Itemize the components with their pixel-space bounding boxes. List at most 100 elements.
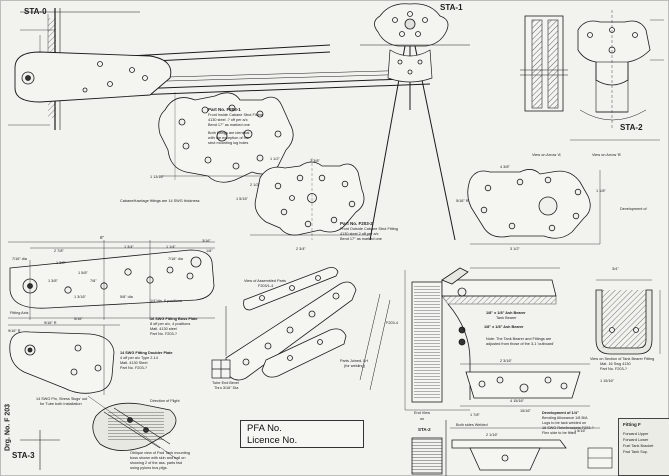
dim-7-16-dia-2: 7/16" dia (168, 257, 183, 261)
fitting-f-line-3: Fuel Tank Bracket (623, 444, 654, 448)
development-label: Development of (620, 207, 647, 211)
dim-1-8: 1/8" (206, 249, 213, 253)
fitting-f-line-1: Forward Upper (623, 432, 649, 436)
licence-number-label: Licence No. (247, 435, 298, 446)
part-f203-1-desc1: Front Inside Cabane Strut Fitting (208, 113, 263, 117)
development-note-2: Bending Allowance 1/8 B/A (542, 416, 588, 420)
station-label-sta2-top: STA-2 (620, 123, 643, 132)
dim-2-1-16: 2 1/16" (486, 433, 498, 437)
tube-end-sketch (211, 359, 231, 379)
fitting-axis-label: Fitting Axis (10, 311, 29, 315)
ash-bearer-label-2: 1/8" x 1/8" Ash Bearer (484, 325, 524, 329)
dim-9-16-r-2: 9/16" R (8, 329, 21, 333)
tank-note-2: adjusted from those of the 3-1 'outboard… (486, 342, 554, 346)
part-f203-2-desc3: Bend 17° as marked one (340, 237, 382, 241)
view-arrow-b-label: View on Arrow 'B' (592, 153, 622, 157)
section-tank-label-1: View on Section of Tank Bearer Fitting (590, 357, 655, 361)
part-f203-2-desc1: Front Outside Cabane Strut Fitting (340, 227, 398, 231)
oblique-note-3: showing 2 of the ass. parts fwd (130, 461, 183, 465)
station-label-sta0: STA-0 (24, 7, 47, 16)
ends-note-2: for Tube both Installation (40, 402, 82, 406)
dim-7-8: 7/8" (90, 279, 97, 283)
dim-3-16: 3/16" (202, 239, 211, 243)
development-note-4: 16 SWG Rein/brackets F203-? (542, 426, 594, 430)
dim-2-3-4: 2 3/4" (296, 247, 306, 251)
part-f203-1-desc3: Bend 17° as marked one (208, 123, 250, 127)
parts-joined-label: Parts Joined, LH (340, 359, 369, 363)
dim-9-16-r: 9/16" R (44, 321, 57, 325)
boss-plate-label-4: Part No. F203-? (150, 332, 178, 336)
boss-plate-label-1: 16 SWG Fitting Boss Plate (150, 317, 198, 321)
dim-1-1-8: 1 1/8" (596, 189, 606, 193)
tank-bearer-channel (595, 279, 661, 355)
dim-1-7-8: 1 7/8" (470, 413, 480, 417)
boss-plate-drawing (8, 240, 215, 320)
assembled-parts-label: View of Assembled Parts (244, 279, 286, 283)
part-f203-1-fitting (158, 92, 300, 183)
station-label-sta1: STA-1 (440, 3, 463, 12)
dim-3-1-2: 3 1/2" (510, 247, 520, 251)
section-tank-label-2: Mat. 16 Swg 4130 (600, 362, 631, 366)
doubler-plate-label-1: 14 SWG Fitting Doubler Plate (120, 351, 173, 355)
dim-3-4: 3/4" (612, 267, 619, 271)
tube-end-note-1: Tube End Bevel (212, 381, 239, 385)
oblique-note-1: Oblique view of Fwd Tank mounting (130, 451, 190, 455)
dim-1-1-2: 1 1/2" (270, 157, 280, 161)
dim-quarter-positions: 1/4"dia. 8 positions (150, 299, 182, 303)
title-block: PFA No. Licence No. (240, 420, 364, 448)
tank-bearer-section (404, 267, 560, 411)
station-label-sta3: STA-3 (12, 451, 35, 460)
ends-note-1: 14 SWG Pin, Stress 'Bugs' out (36, 397, 88, 401)
station-label-sta2-end: STA-2 (418, 427, 431, 432)
dim-1-3-8: 1 3/8" (48, 279, 58, 283)
view-arrow-a-label: View on Arrow 'A' (532, 153, 562, 157)
fitting-f-box: Fitting F Forward Upper Forward Lower Fu… (618, 418, 669, 476)
dim-1-15-16: 1 15/16" (600, 379, 615, 383)
doubler-plate-drawing (8, 324, 120, 395)
fitting-f-line-4: Fwd Tank Sup. (623, 450, 649, 454)
fitting-f-line-2: Forward Lower (623, 438, 649, 442)
fitting-f-detail (587, 447, 613, 469)
dim-4-15-16: 4 15/16" (510, 399, 525, 403)
sta0-fitting-view (8, 8, 431, 130)
tube-end-note-2: Thru 3/16" Dia (214, 386, 239, 390)
development-plate (460, 363, 590, 407)
part-f203-1-note1: Both fittings are identical (208, 131, 250, 135)
dim-4-3-8: 4 3/8" (500, 165, 510, 169)
part-f203-2-number: Part No. F203-2 (340, 221, 373, 226)
weld-note: Both sides Welded (456, 423, 488, 427)
sta2-section-views (520, 10, 664, 141)
dim-1-13-16: 1 13/16" (150, 175, 165, 179)
dim-5-16-r: 5/16" R (456, 199, 469, 203)
drawing-number-strip: Drg. No. F 203 (1, 384, 15, 476)
part-f203-1-desc2: 4130 steel .? off per a/c (208, 118, 248, 122)
fitting-f-title: Fitting F (623, 422, 641, 427)
boss-plate-label-3: Matl. 4130 steel (150, 327, 177, 331)
doubler-plate-label-2: 4 off per a/c Type 2-14 (120, 356, 158, 360)
sta2-end-view (411, 420, 600, 476)
dim-15-16: 15/16" (520, 409, 531, 413)
dim-2-7-8: 2 7/8" (54, 249, 64, 253)
oblique-view-sketch (20, 395, 179, 470)
end-view-on-label: on (420, 417, 425, 421)
dim-1-5-16: 1 5/16" (236, 197, 248, 201)
dim-1-3-16: 1 3/16" (74, 295, 86, 299)
dim-7-16-dia: 7/16" dia (12, 257, 27, 261)
direction-of-flight: Direction of Flight (150, 399, 180, 403)
parts-joined-note: (for welding) (344, 364, 365, 368)
oblique-note-4: using pylons bus pfgs. (130, 466, 168, 470)
drawing-number: Drg. No. F 203 (4, 403, 12, 452)
dim-2-3-16: 2 3/16" (500, 359, 512, 363)
doubler-plate-label-3: Matl. 4130 Steel (120, 361, 148, 365)
part-f203-2-fitting (250, 158, 370, 240)
dim-1-3-8b: 1 3/8" (56, 261, 66, 265)
end-view-label: End View (414, 411, 430, 415)
part-f203-1-note3: strut mounting lug holes (208, 141, 249, 145)
dim-1-5-16b: 1 5/16" (574, 429, 586, 433)
dim-1-1-4: 1 1/4" (166, 245, 176, 249)
assembled-parts-view (225, 267, 391, 391)
dim-1-5-8: 1 5/8" (78, 271, 88, 275)
development-note-1: Development of 1/4" (542, 411, 579, 415)
